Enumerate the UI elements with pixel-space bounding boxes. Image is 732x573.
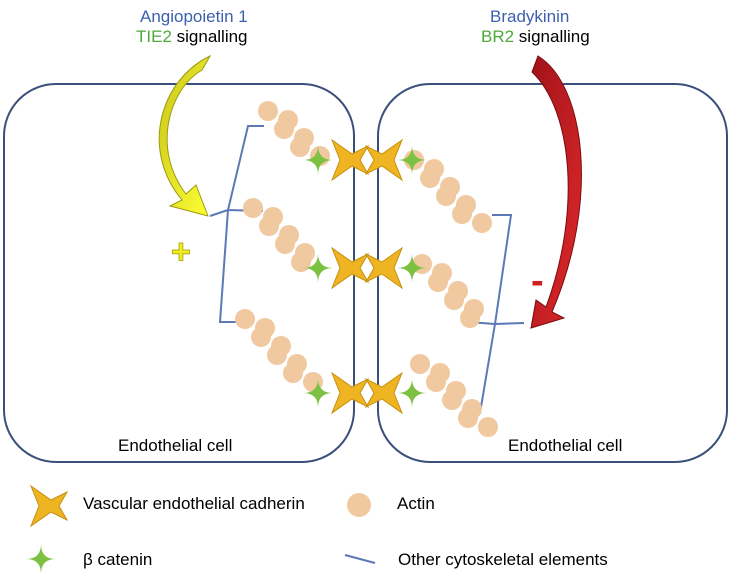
tie2-suffix-text: signalling xyxy=(171,27,248,46)
actin-bead xyxy=(420,168,440,188)
actin-bead xyxy=(258,101,278,121)
left-cytoskeleton-bracket xyxy=(209,125,264,323)
right-cell-label: Endothelial cell xyxy=(508,436,623,455)
positive-effect-symbol: + xyxy=(171,233,192,271)
positive-signal-arrow xyxy=(158,54,212,217)
actin-bead xyxy=(478,417,498,437)
legend-artwork xyxy=(26,484,376,573)
cadherin-molecule xyxy=(330,246,370,290)
br2-suffix-text: signalling xyxy=(514,27,590,46)
actin-bead xyxy=(251,327,271,347)
legend-cytoskeletal-swatch xyxy=(344,554,376,564)
cadherin-molecule xyxy=(330,138,370,182)
actin-bead xyxy=(235,309,255,329)
actin-bead xyxy=(347,493,371,517)
catenin-molecule xyxy=(397,145,427,175)
left-cell-label: Endothelial cell xyxy=(118,436,233,455)
actin-bead xyxy=(290,137,310,157)
ligand-angiopoietin-label: Angiopoietin 1 xyxy=(140,7,248,26)
catenin-molecule xyxy=(397,253,427,283)
legend-cytoskeletal-label: Other cytoskeletal elements xyxy=(398,550,608,569)
actin-filaments xyxy=(235,101,498,437)
catenin-molecule xyxy=(303,378,333,408)
junction-complexes xyxy=(303,138,427,415)
actin-filament-6 xyxy=(410,354,498,437)
br2-receptor-text: BR2 xyxy=(481,27,515,46)
legend-cadherin-label: Vascular endothelial cadherin xyxy=(83,494,305,513)
br2-signalling-label: BR2 signalling xyxy=(481,27,590,47)
actin-bead xyxy=(243,198,263,218)
negative-signal-arrow xyxy=(530,55,582,329)
actin-bead xyxy=(274,119,294,139)
catenin-molecule xyxy=(303,253,333,283)
actin-bead xyxy=(436,186,456,206)
actin-bead xyxy=(460,308,480,328)
actin-bead xyxy=(259,216,279,236)
negative-effect-symbol: - xyxy=(531,260,544,302)
actin-bead xyxy=(275,234,295,254)
legend-cadherin-swatch xyxy=(29,484,69,528)
junction-top xyxy=(303,138,427,182)
actin-bead xyxy=(291,252,311,272)
actin-bead xyxy=(428,272,448,292)
actin-filament-3 xyxy=(235,309,323,392)
cadherin-molecule xyxy=(330,371,370,415)
legend-actin-swatch xyxy=(347,493,371,517)
cadherin-molecule xyxy=(29,484,69,528)
legend-catenin-label: β catenin xyxy=(83,550,153,569)
legend-catenin-swatch xyxy=(26,544,56,573)
actin-filament-2 xyxy=(243,198,315,272)
catenin-molecule xyxy=(26,544,56,573)
actin-bead xyxy=(452,204,472,224)
catenin-molecule xyxy=(303,145,333,175)
actin-filament-5 xyxy=(412,254,484,328)
ligand-bradykinin-label: Bradykinin xyxy=(490,7,570,26)
actin-bead xyxy=(426,372,446,392)
cadherin-molecule xyxy=(364,246,404,290)
tie2-signalling-label: TIE2 signalling xyxy=(136,27,248,47)
legend-actin-label: Actin xyxy=(397,494,435,513)
cadherin-molecule xyxy=(364,371,404,415)
actin-bead xyxy=(442,390,462,410)
catenin-molecule xyxy=(397,378,427,408)
tie2-receptor-text: TIE2 xyxy=(136,27,172,46)
actin-bead xyxy=(444,290,464,310)
actin-bead xyxy=(283,363,303,383)
junction-middle xyxy=(303,246,427,290)
cadherin-molecule xyxy=(364,138,404,182)
actin-bead xyxy=(472,213,492,233)
actin-bead xyxy=(458,408,478,428)
right-cell xyxy=(377,83,728,463)
actin-bead xyxy=(410,354,430,374)
actin-bead xyxy=(267,345,287,365)
junction-bottom xyxy=(303,371,427,415)
